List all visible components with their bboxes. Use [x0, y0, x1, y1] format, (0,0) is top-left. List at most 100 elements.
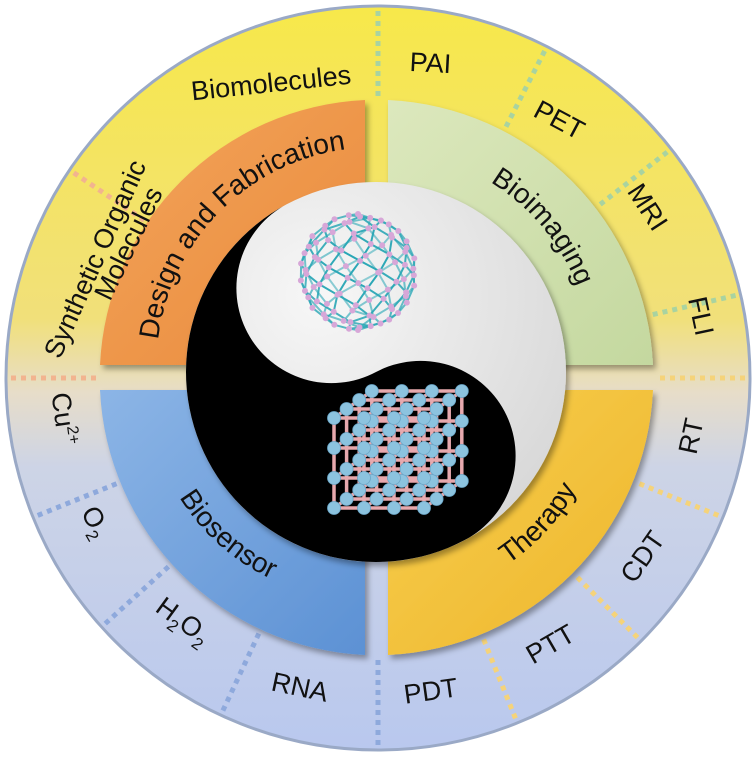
cage-atom — [338, 247, 344, 253]
cage-atom — [402, 262, 408, 268]
cage-atom — [331, 322, 337, 328]
cage-atom — [313, 240, 319, 246]
cage-atom — [331, 309, 337, 315]
lattice-atom — [455, 385, 468, 398]
lattice-atom — [388, 502, 401, 515]
cage-atom — [312, 254, 318, 260]
cage-atom — [355, 211, 361, 217]
cage-atom — [388, 304, 394, 310]
cage-atom — [367, 215, 373, 221]
cage-atom — [317, 281, 323, 287]
cage-atom — [366, 313, 372, 319]
lattice-atom — [328, 502, 341, 515]
lattice-atom — [358, 472, 371, 485]
lattice-atom — [358, 442, 371, 455]
lattice-atom — [430, 463, 443, 476]
cage-atom — [298, 277, 304, 283]
cage-atom — [355, 280, 361, 286]
cage-atom — [351, 231, 357, 237]
cage-atom — [357, 324, 363, 330]
cage-atom — [306, 244, 312, 250]
lattice-atom — [328, 472, 341, 485]
cage-atom — [378, 218, 384, 224]
lattice-atom — [340, 433, 353, 446]
pai-label: PAI — [409, 47, 452, 79]
cage-atom — [326, 264, 332, 270]
cage-atom — [404, 300, 410, 306]
lattice-atom — [370, 493, 383, 506]
cage-atom — [372, 224, 378, 230]
lattice-atom — [340, 493, 353, 506]
cage-atom — [386, 317, 392, 323]
cage-atom — [305, 294, 311, 300]
cage-atom — [366, 297, 372, 303]
lattice-atom — [388, 472, 401, 485]
cage-atom — [351, 236, 357, 242]
lattice-atom — [418, 472, 431, 485]
lattice-atom — [443, 454, 456, 467]
cage-atom — [379, 242, 385, 248]
lattice-atom — [430, 433, 443, 446]
cage-atom — [368, 323, 374, 329]
cage-atom — [341, 220, 347, 226]
lattice-atom — [383, 394, 396, 407]
cage-atom — [337, 291, 343, 297]
cage-atom — [401, 276, 407, 282]
lattice-atom — [455, 415, 468, 428]
cage-atom — [365, 225, 371, 231]
lattice-atom — [383, 454, 396, 467]
cage-atom — [302, 250, 308, 256]
lattice-atom — [400, 493, 413, 506]
lattice-atom — [370, 463, 383, 476]
cage-atom — [324, 274, 330, 280]
cage-atom — [368, 241, 374, 247]
lattice-atom — [353, 394, 366, 407]
lattice-atom — [388, 442, 401, 455]
cage-atom — [377, 268, 383, 274]
cage-atom — [303, 267, 309, 273]
cage-atom — [302, 288, 308, 294]
lattice-atom — [370, 403, 383, 416]
lattice-atom — [430, 493, 443, 506]
cage-atom — [347, 219, 353, 225]
cage-atom — [314, 298, 320, 304]
cage-atom — [341, 318, 347, 324]
cage-atom — [309, 305, 315, 311]
cage-atom — [346, 212, 352, 218]
lattice-atom — [340, 403, 353, 416]
lattice-atom — [413, 454, 426, 467]
lattice-atom — [353, 424, 366, 437]
cage-atom — [364, 285, 370, 291]
lattice-atom — [388, 412, 401, 425]
cage-atom — [411, 283, 417, 289]
cage-atom — [381, 296, 387, 302]
cage-atom — [395, 228, 401, 234]
cage-atom — [298, 261, 304, 267]
cage-atom — [385, 287, 391, 293]
cage-atom — [357, 258, 363, 264]
lattice-atom — [443, 394, 456, 407]
lattice-atom — [418, 412, 431, 425]
lattice-atom — [328, 412, 341, 425]
lattice-atom — [395, 385, 408, 398]
cage-atom — [331, 216, 337, 222]
lattice-atom — [413, 484, 426, 497]
lattice-atom — [400, 433, 413, 446]
cage-atom — [378, 320, 384, 326]
lattice-atom — [353, 484, 366, 497]
lattice-atom — [430, 403, 443, 416]
lattice-atom — [425, 385, 438, 398]
cage-atom — [411, 272, 417, 278]
cage-atom — [392, 259, 398, 265]
lattice-atom — [370, 433, 383, 446]
cage-atom — [349, 307, 355, 313]
cage-atom — [363, 253, 369, 259]
cage-atom — [309, 233, 315, 239]
lattice-atom — [418, 502, 431, 515]
cage-atom — [333, 246, 339, 252]
cage-atom — [395, 310, 401, 316]
lattice-atom — [383, 484, 396, 497]
cage-atom — [410, 266, 416, 272]
